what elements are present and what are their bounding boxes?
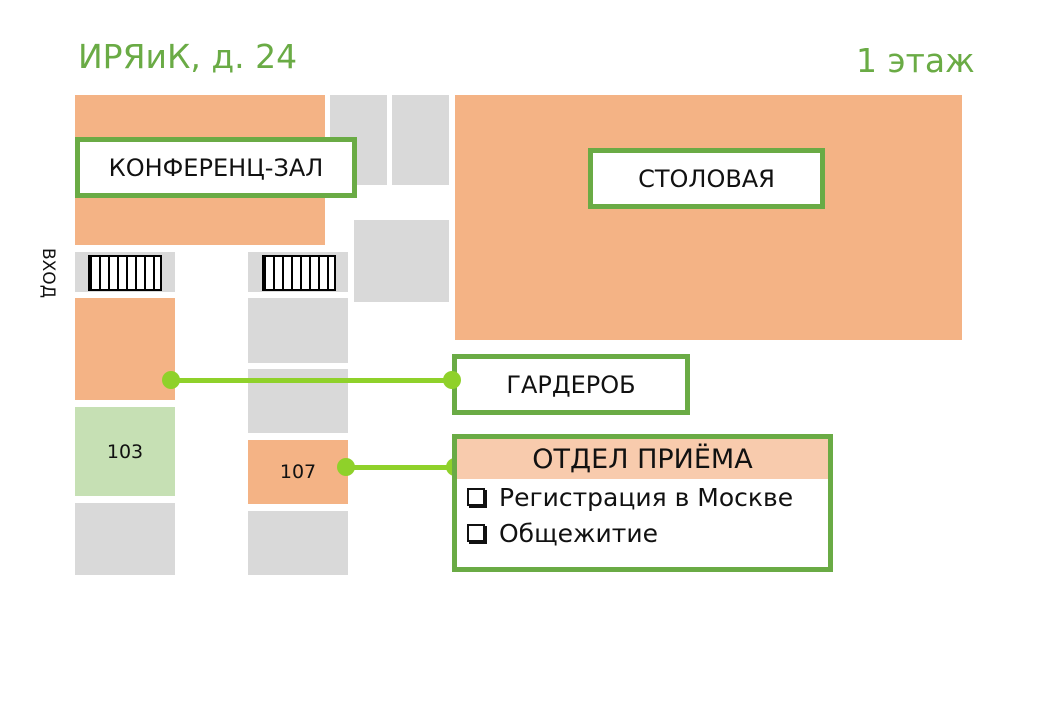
admission-connector-line <box>346 465 456 470</box>
room-middle-gray[interactable] <box>354 220 449 302</box>
room-top-middle-2[interactable] <box>392 95 449 185</box>
wardrobe-connector-dot-right <box>443 371 461 389</box>
room-right-1[interactable] <box>248 298 348 363</box>
admission-item-label: Общежитие <box>499 518 658 548</box>
room-left-bottom[interactable] <box>75 503 175 575</box>
admission-connector-dot-left <box>337 458 355 476</box>
admission-item-dormitory: Общежитие <box>457 515 828 551</box>
room-right-bottom[interactable] <box>248 511 348 575</box>
stairs-left-icon <box>88 255 162 291</box>
conference-hall-label: КОНФЕРЕНЦ-ЗАЛ <box>75 137 357 198</box>
canteen-label: СТОЛОВАЯ <box>588 148 825 209</box>
building-title: ИРЯиК, д. 24 <box>78 37 298 76</box>
wardrobe-room[interactable] <box>75 298 175 400</box>
checkbox-icon <box>467 524 485 542</box>
checkbox-icon <box>467 488 485 506</box>
entrance-label: ВХОД <box>38 248 58 298</box>
wardrobe-label: ГАРДЕРОБ <box>452 354 690 415</box>
room-107[interactable]: 107 <box>248 440 348 504</box>
wardrobe-connector-line <box>171 378 453 383</box>
room-103[interactable]: 103 <box>75 407 175 496</box>
admission-item-label: Регистрация в Москве <box>499 482 794 512</box>
wardrobe-connector-dot-left <box>162 371 180 389</box>
admission-item-registration: Регистрация в Москве <box>457 479 828 515</box>
stairs-right-icon <box>262 255 336 291</box>
admission-office-title: ОТДЕЛ ПРИЁМА <box>457 439 828 479</box>
canteen-room[interactable] <box>455 95 962 340</box>
admission-office-box[interactable]: ОТДЕЛ ПРИЁМА Регистрация в Москве Общежи… <box>452 434 833 572</box>
floor-title: 1 этаж <box>856 41 975 80</box>
